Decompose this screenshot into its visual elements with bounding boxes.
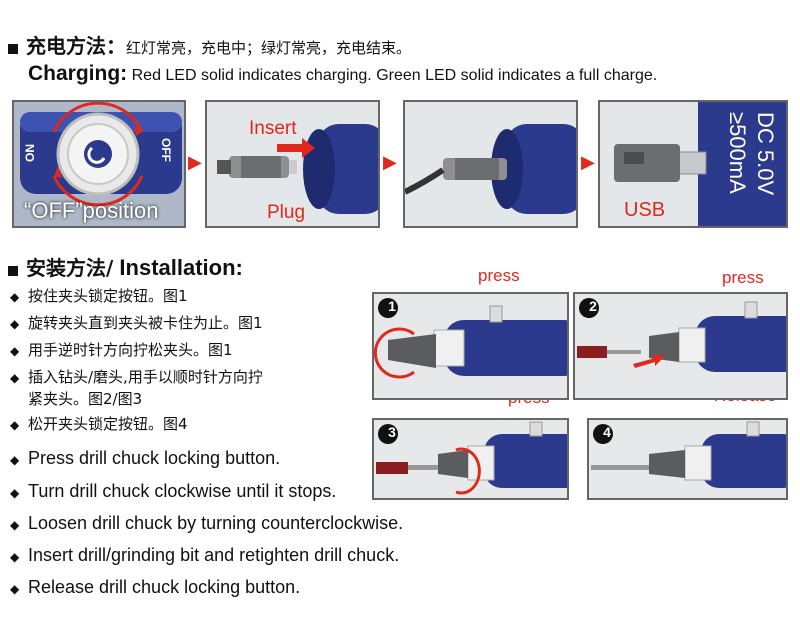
plug-label: Plug [267,202,305,223]
dc-spec-line1: DC 5.0V [753,112,778,195]
figure-3-illustration [374,420,567,498]
figure-1-illustration [374,294,567,398]
charging-desc-en: Red LED solid indicates charging. Green … [131,67,658,84]
dc-spec-line2: ≥500mA [725,112,750,194]
charging-panel-insert-plug: Insert Plug [205,100,380,228]
list-item-en: ◆Release drill chuck locking button. [10,577,301,597]
on-label: ON [23,144,37,162]
list-item-cn: ◆用手逆时针方向拧松夹头。图1 [10,340,233,362]
diamond-bullet-icon: ◆ [10,371,20,385]
diamond-bullet-icon: ◆ [10,518,20,532]
figure-2-illustration [575,294,786,398]
diamond-bullet-icon: ◆ [10,344,20,358]
arrow-right-icon: ▶ [581,152,595,172]
diamond-bullet-icon: ◆ [10,418,20,432]
arrow-right-icon: ▶ [383,152,397,172]
charging-desc-cn: 红灯常亮，充电中；绿灯常亮，充电结束。 [126,39,412,57]
charging-panel-usb: USB DC 5.0V ≥500mA [598,100,788,228]
figure-3: 3 [372,418,569,500]
usb-label: USB [624,199,665,221]
installation-title-cn: 安装方法/ [26,256,114,280]
figure-1-number: 1 [388,298,396,314]
diamond-bullet-icon: ◆ [10,317,20,331]
insert-label: Insert [249,118,297,139]
charging-panel-off-position: OFF ON “OFF”position [12,100,186,228]
plugged-in-illustration [405,102,576,226]
figure-4: 4 [587,418,788,500]
figure-2-number: 2 [589,298,597,314]
installation-title-en: Installation: [113,255,243,280]
list-item-en: ◆Press drill chuck locking button. [10,448,281,468]
off-position-caption: “OFF”position [24,198,159,223]
charging-panel-plugged-in [403,100,578,228]
figure-2-callout: press [722,268,764,287]
off-label: OFF [159,138,173,162]
diamond-bullet-icon: ◆ [10,550,20,564]
list-item-en: ◆Turn drill chuck clockwise until it sto… [10,481,337,501]
figure-1-callout: press [478,266,520,285]
charging-title-cn: 充电方法： [26,34,126,58]
figure-3-number: 3 [388,424,396,440]
list-item-cn: ◆按住夹头锁定按钮。图1 [10,286,188,308]
list-item-en: ◆Insert drill/grinding bit and retighten… [10,545,400,565]
list-item-cn: ◆松开夹头锁定按钮。图4 [10,414,188,436]
charging-title-en: Charging: [28,62,128,85]
charging-heading-cn: 充电方法：红灯常亮，充电中；绿灯常亮，充电结束。 [8,30,411,59]
diamond-bullet-icon: ◆ [10,582,20,596]
plug-insert-illustration: Insert Plug [207,102,378,226]
figure-4-number: 4 [603,424,611,440]
list-item-cn: ◆插入钻头/磨头,用手以顺时针方向拧 [10,367,263,389]
square-bullet-icon [8,43,18,54]
figure-1: 1 [372,292,569,400]
power-switch-illustration: OFF ON [14,102,184,226]
diamond-bullet-icon: ◆ [10,290,20,304]
charging-heading-en: Charging: Red LED solid indicates chargi… [28,62,657,86]
usb-adapter-illustration: USB DC 5.0V ≥500mA [600,102,786,226]
figure-4-illustration [589,420,786,498]
list-item-cn: ◆旋转夹头直到夹头被卡住为止。图1 [10,313,263,335]
diamond-bullet-icon: ◆ [10,486,20,500]
figure-2: 2 [573,292,788,400]
list-item-cn-continuation: 紧夹头。图2/图3 [28,390,143,408]
installation-heading: 安装方法/ Installation: [8,252,243,281]
arrow-right-icon: ▶ [188,152,202,172]
list-item-en: ◆Loosen drill chuck by turning countercl… [10,513,404,533]
diamond-bullet-icon: ◆ [10,453,20,467]
square-bullet-icon [8,265,18,276]
